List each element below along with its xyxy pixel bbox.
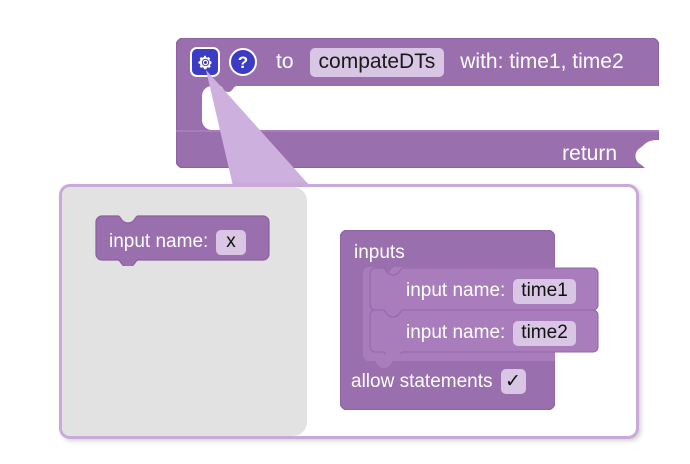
gear-glyph [197,55,212,69]
gear-icon[interactable] [190,47,220,77]
mutator-input-block-2[interactable]: input name: time2 [369,309,599,354]
input-name-label-1: input name: [406,280,506,301]
input-name-value-2[interactable]: time2 [513,320,576,346]
input-block-2-content: input name: time2 [369,309,599,354]
return-label: return [562,142,617,165]
palette-input-name-block[interactable]: input name: x [95,214,270,266]
input-name-value-1[interactable]: time1 [513,278,576,304]
palette-input-name-value[interactable]: x [216,229,246,255]
mutator-container-title: inputs [354,242,405,263]
palette-input-name-label: input name: [109,231,209,252]
mutator-flyout-palette: input name: x [62,187,307,436]
help-icon[interactable]: ? [229,48,257,76]
help-glyph: ? [237,52,249,72]
input-name-label-2: input name: [406,322,506,343]
mutator-input-block-1[interactable]: input name: time1 [369,267,599,312]
procedure-name-field[interactable]: compateDTs [309,47,445,77]
checkmark-icon: ✓ [505,371,521,392]
procedure-definition-block[interactable]: ? to compateDTs with: time1, time2 retur… [176,38,659,168]
allow-statements-row[interactable]: allow statements ✓ [351,369,526,394]
palette-block-content: input name: x [95,214,270,266]
allow-statements-label: allow statements [351,370,493,392]
allow-statements-checkbox[interactable]: ✓ [500,369,526,394]
mutator-bubble: input name: x inputs allow statements ✓ [59,184,639,439]
input-block-1-content: input name: time1 [369,267,599,312]
